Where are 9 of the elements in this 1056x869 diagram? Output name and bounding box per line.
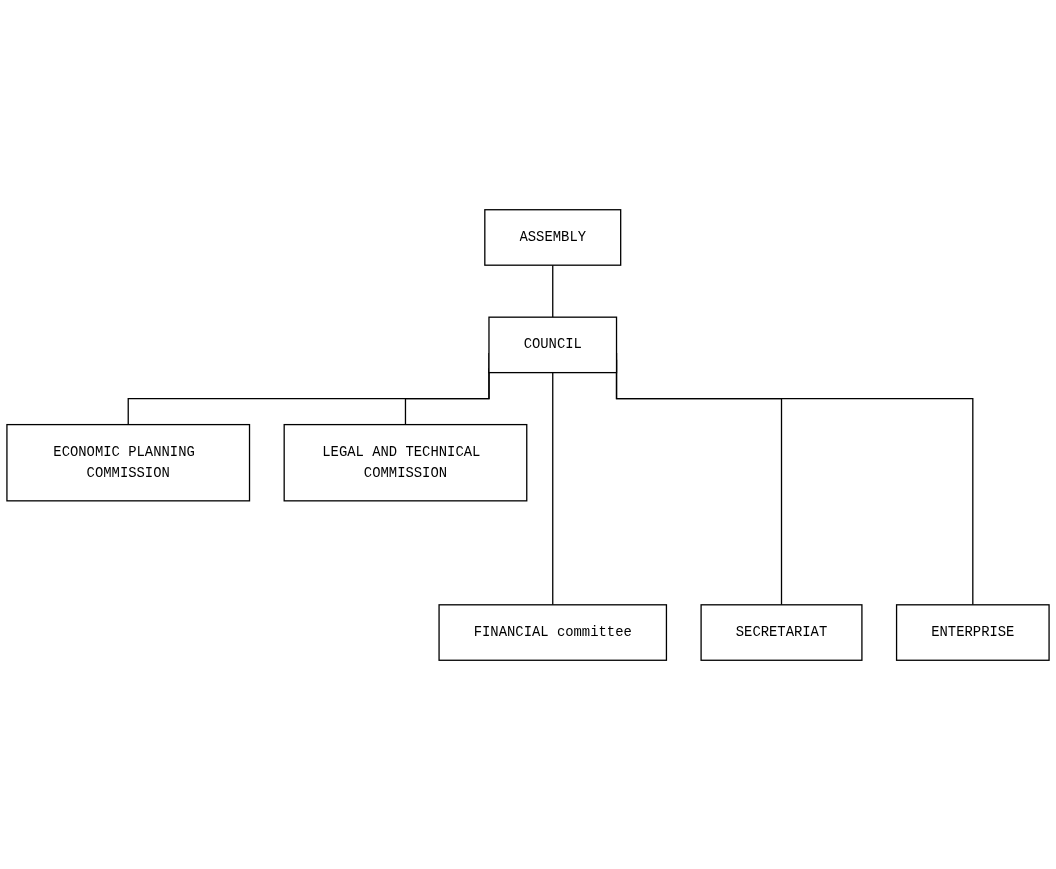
node-box: LEGAL AND TECHNICAL COMMISSION	[283, 423, 528, 501]
node-box: COUNCIL	[488, 316, 618, 373]
node-box: FINANCIAL committee	[438, 603, 668, 661]
node-box: ENTERPRISE	[895, 603, 1050, 661]
connector	[552, 264, 554, 318]
node-box: ASSEMBLY	[484, 208, 622, 266]
node-box: ECONOMIC PLANNING COMMISSION	[6, 423, 251, 501]
node-box: SECRETARIAT	[700, 603, 863, 661]
connector	[552, 371, 554, 605]
